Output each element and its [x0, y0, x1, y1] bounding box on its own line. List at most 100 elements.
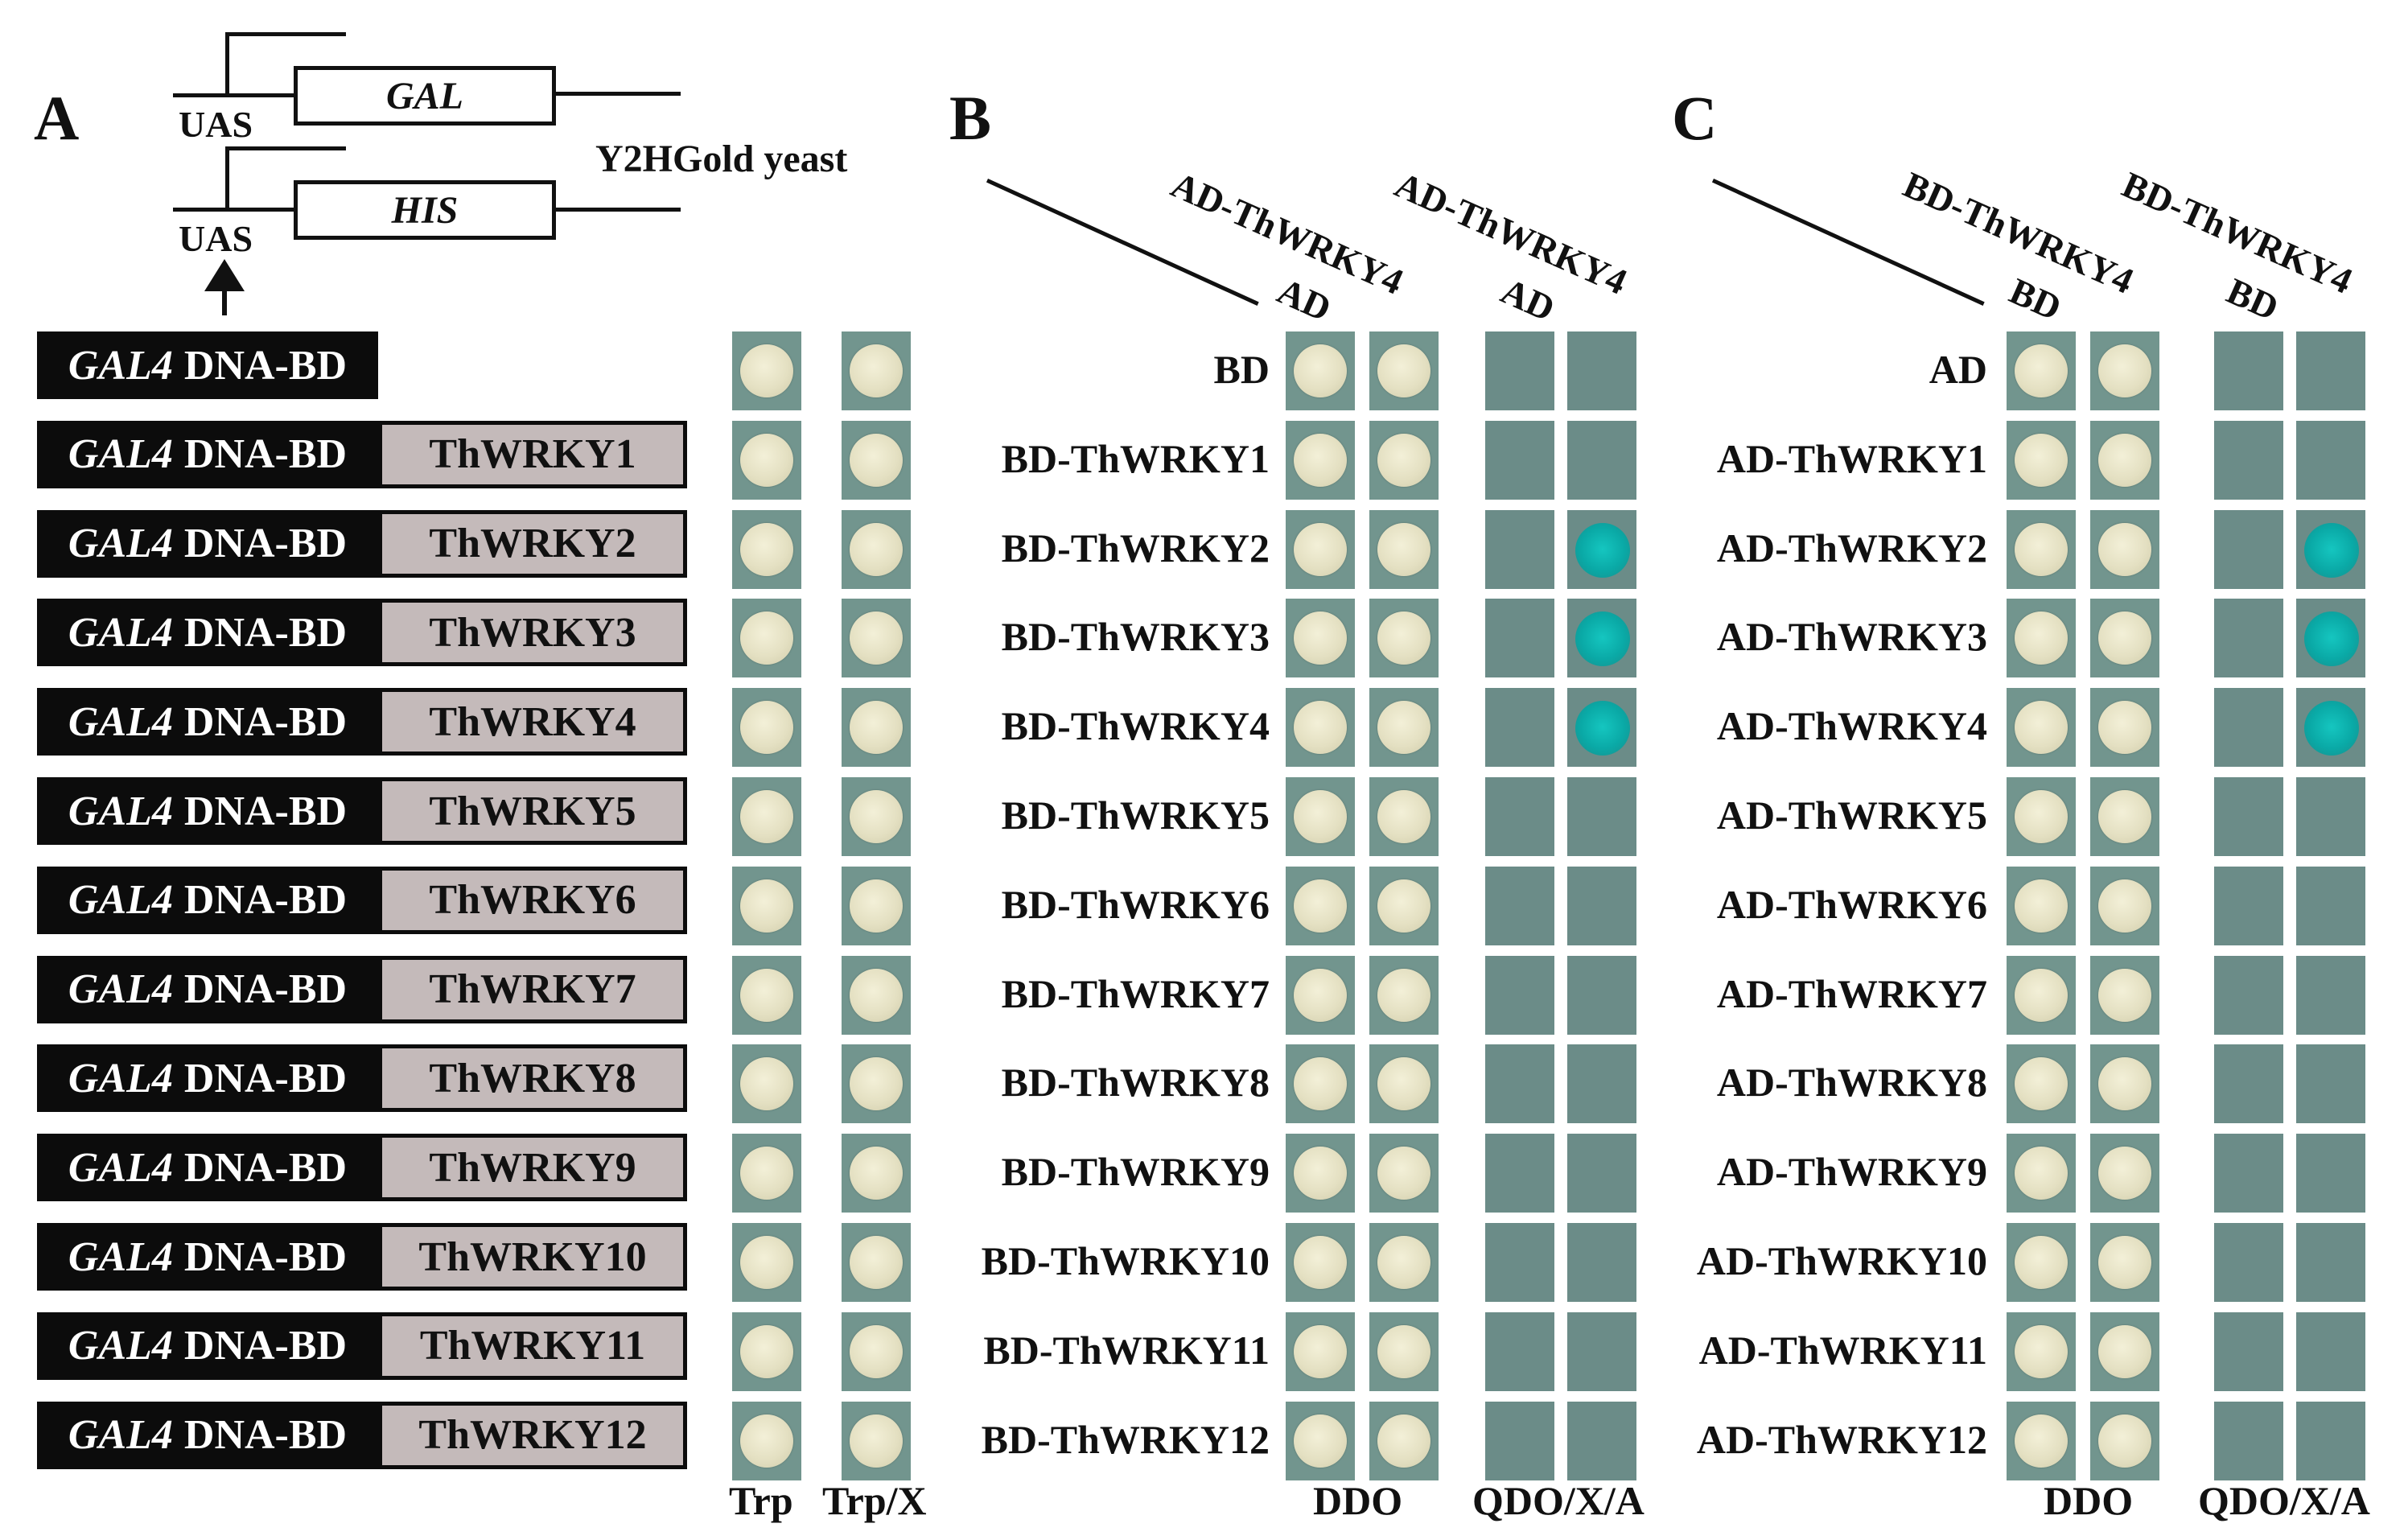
fusion-protein-block: ThWRKY6 — [378, 866, 687, 934]
dna-bd-label: DNA-BD — [183, 521, 348, 567]
yeast-colony — [850, 879, 903, 933]
yeast-colony — [1377, 790, 1430, 843]
panel-c-col-header-bd-1: BD — [2003, 270, 2068, 329]
qdo-well-ad — [2214, 866, 2283, 945]
qdo-well-fusion — [1567, 599, 1636, 678]
ddo-well-ad — [2007, 955, 2076, 1035]
ddo-well-fusion — [1369, 866, 1439, 945]
yeast-colony — [2015, 1147, 2068, 1200]
fusion-protein-block: ThWRKY11 — [378, 1311, 687, 1380]
ddo-well-fusion — [1369, 777, 1439, 856]
qdo-well-fusion — [2296, 1223, 2365, 1302]
yeast-colony — [740, 344, 793, 397]
trpx-well — [842, 1044, 911, 1124]
gal4-label: GAL4 — [68, 698, 173, 745]
qdo-well-fusion — [2296, 1401, 2365, 1480]
ddo-well-ad — [1286, 866, 1355, 945]
qdo-well-ad — [1485, 866, 1554, 945]
row-label: BD-ThWRKY3 — [1001, 614, 1270, 660]
ddo-well-fusion — [1369, 420, 1439, 500]
qdo-well-ad — [2214, 777, 2283, 856]
yeast-colony — [850, 1324, 903, 1378]
ddo-well-ad — [2007, 688, 2076, 768]
ddo-well-ad — [2007, 599, 2076, 678]
ddo-well-fusion — [1369, 1311, 1439, 1391]
qdo-well-ad — [1485, 420, 1554, 500]
ddo-well-fusion — [1369, 688, 1439, 768]
trpx-well — [842, 688, 911, 768]
yeast-colony — [2098, 433, 2151, 487]
yeast-colony — [740, 433, 793, 487]
yeast-colony — [2015, 433, 2068, 487]
dna-bd-label: DNA-BD — [183, 1323, 348, 1369]
yeast-colony — [2098, 968, 2151, 1022]
ddo-well-fusion — [2090, 420, 2159, 500]
ddo-well-fusion — [1369, 1401, 1439, 1480]
yeast-colony — [1294, 1414, 1347, 1468]
panel-b-medium-qdo: QDO/X/A — [1472, 1478, 1645, 1523]
yeast-colony — [740, 522, 793, 576]
trp-well — [732, 1311, 801, 1391]
ddo-well-ad — [2007, 509, 2076, 589]
ddo-well-fusion — [2090, 777, 2159, 856]
dna-bd-label: DNA-BD — [183, 788, 348, 834]
yeast-colony — [740, 1057, 793, 1111]
dna-bd-label: DNA-BD — [183, 609, 348, 656]
ddo-well-fusion — [2090, 688, 2159, 768]
trpx-well — [842, 599, 911, 678]
trp-well — [732, 955, 801, 1035]
trpx-well — [842, 420, 911, 500]
yeast-colony — [2098, 879, 2151, 933]
yeast-colony — [1377, 522, 1430, 576]
qdo-well-ad — [2214, 1134, 2283, 1213]
trp-well — [732, 331, 801, 410]
trp-well — [732, 1044, 801, 1124]
qdo-well-fusion — [1567, 955, 1636, 1035]
trpx-well — [842, 866, 911, 945]
yeast-colony — [740, 1324, 793, 1378]
trp-well — [732, 1223, 801, 1302]
trpx-well — [842, 1134, 911, 1213]
ddo-well-ad — [1286, 331, 1355, 410]
panel-c-medium-ddo: DDO — [2044, 1478, 2134, 1523]
fusion-protein-block: ThWRKY5 — [378, 777, 687, 845]
qdo-well-fusion — [2296, 777, 2365, 856]
dna-bd-label: DNA-BD — [183, 1055, 348, 1101]
row-label: AD — [1929, 347, 1987, 392]
trpx-well — [842, 955, 911, 1035]
gal4-label: GAL4 — [68, 521, 173, 567]
row-label: AD-ThWRKY1 — [1716, 435, 1987, 481]
yeast-colony — [850, 790, 903, 843]
row-label: AD-ThWRKY2 — [1716, 525, 1987, 570]
qdo-well-ad — [2214, 1223, 2283, 1302]
dna-bd-label: DNA-BD — [183, 877, 348, 924]
qdo-well-ad — [1485, 331, 1554, 410]
yeast-colony — [2015, 701, 2068, 755]
yeast-colony — [2015, 879, 2068, 933]
yeast-colony — [740, 611, 793, 665]
ddo-well-ad — [2007, 866, 2076, 945]
row-label: AD-ThWRKY12 — [1696, 1416, 1987, 1462]
yeast-colony — [850, 701, 903, 755]
ddo-well-ad — [1286, 599, 1355, 678]
trpx-well — [842, 1401, 911, 1480]
yeast-colony — [2015, 790, 2068, 843]
row-label: BD-ThWRKY10 — [981, 1238, 1270, 1283]
row-label: BD-ThWRKY6 — [1001, 881, 1270, 927]
ddo-well-fusion — [2090, 1044, 2159, 1124]
yeast-colony — [1294, 344, 1347, 397]
fusion-protein-block: ThWRKY7 — [378, 955, 687, 1023]
ddo-well-fusion — [2090, 599, 2159, 678]
ddo-well-fusion — [2090, 331, 2159, 410]
qdo-well-fusion — [1567, 1311, 1636, 1391]
ddo-well-ad — [1286, 1134, 1355, 1213]
ddo-well-fusion — [2090, 1134, 2159, 1213]
panel-b-medium-ddo: DDO — [1313, 1478, 1403, 1523]
